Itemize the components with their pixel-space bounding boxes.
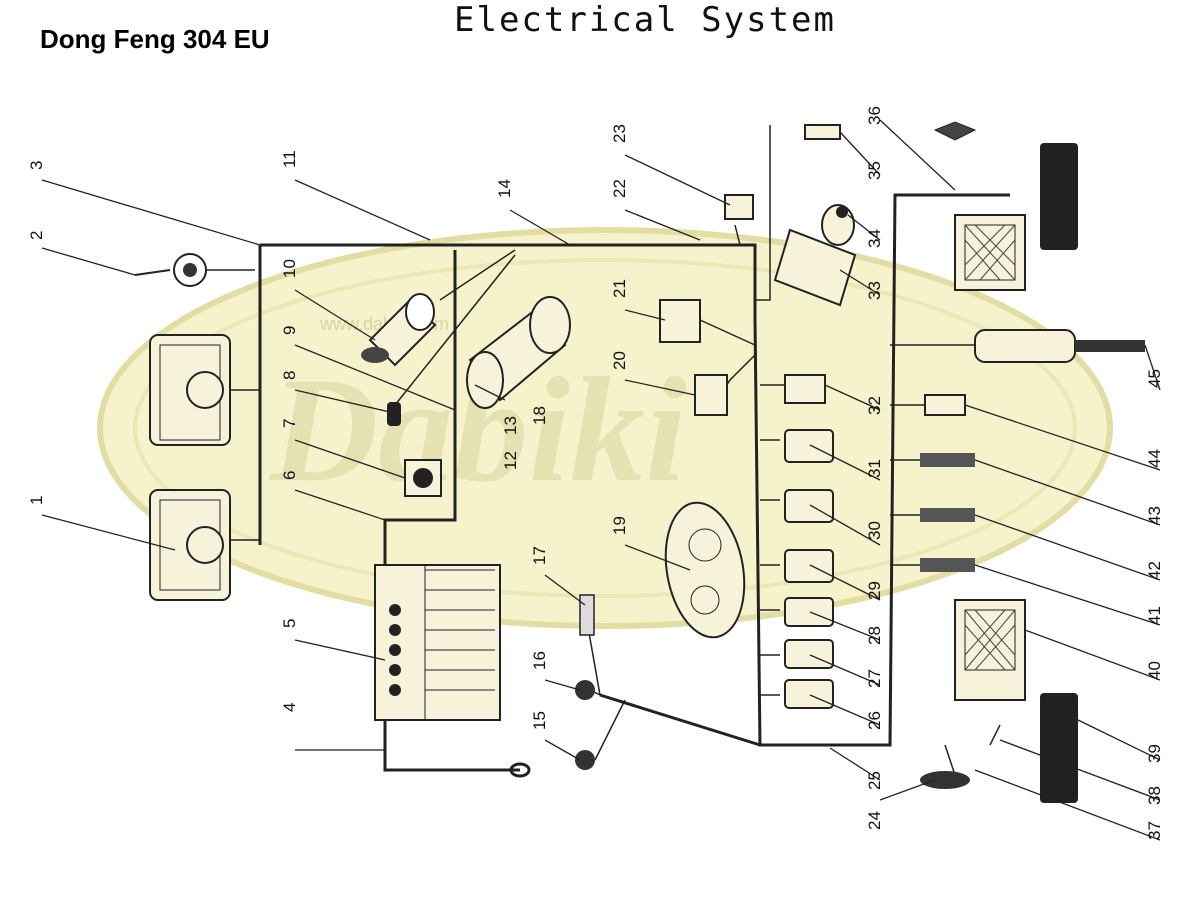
fuse-box-20 — [694, 374, 728, 416]
tail-lamp-lower — [954, 599, 1026, 701]
sensor-45 — [974, 329, 1145, 363]
callout-4: 4 — [280, 703, 299, 712]
switch-31 — [784, 429, 834, 463]
switch-panel — [784, 429, 834, 709]
instrument-cluster — [664, 501, 746, 639]
callout-37: 37 — [1145, 821, 1164, 840]
callout-16: 16 — [530, 651, 549, 670]
callout-14: 14 — [495, 179, 514, 198]
flasher-32 — [784, 374, 826, 404]
callout-12: 12 — [501, 451, 520, 470]
callout-11: 11 — [280, 150, 299, 168]
callout-5: 5 — [280, 619, 299, 628]
callout-39: 39 — [1145, 744, 1164, 763]
callout-23: 23 — [610, 124, 629, 143]
callout-33: 33 — [865, 281, 884, 300]
model-label: Dong Feng 304 EU — [40, 24, 270, 54]
callout-19: 19 — [610, 516, 629, 535]
ignition-33 — [773, 204, 857, 307]
reflector-upper — [1040, 143, 1078, 250]
relay-7 — [404, 459, 442, 497]
callout-8: 8 — [280, 371, 299, 380]
sensor-43 — [920, 453, 975, 467]
switch-28 — [784, 597, 834, 627]
callout-15: 15 — [530, 711, 549, 730]
switch-29 — [784, 549, 834, 583]
callout-38: 38 — [1145, 786, 1164, 805]
connector-21 — [659, 299, 701, 343]
lamp-36 — [933, 121, 977, 141]
sensor-15 — [575, 750, 595, 770]
callout-36: 36 — [865, 106, 884, 125]
sensor-17 — [579, 594, 595, 636]
alternator — [361, 293, 437, 367]
callout-44: 44 — [1145, 449, 1164, 468]
callout-9: 9 — [280, 326, 299, 335]
switch-8 — [387, 402, 401, 426]
callout-3: 3 — [27, 161, 46, 170]
callout-45: 45 — [1145, 369, 1164, 388]
callout-31: 31 — [865, 459, 884, 478]
callout-43: 43 — [1145, 506, 1164, 525]
callout-17: 17 — [530, 546, 549, 565]
ground-terminal — [509, 762, 531, 778]
callout-35: 35 — [865, 161, 884, 180]
callout-6: 6 — [280, 471, 299, 480]
callout-22: 22 — [610, 179, 629, 198]
callout-25: 25 — [865, 771, 884, 790]
callout-32: 32 — [865, 396, 884, 415]
callout-1: 1 — [27, 496, 46, 505]
page-title: Electrical System — [454, 0, 836, 40]
switch-27 — [784, 639, 834, 669]
plate-light-24 — [920, 771, 970, 789]
horn — [134, 253, 207, 287]
sensor-42 — [920, 508, 975, 522]
headlight-upper — [149, 334, 231, 446]
switch-26 — [784, 679, 834, 709]
watermark-ellipse — [97, 227, 1113, 629]
callout-labels: 1234567891011121314151617181920212223242… — [27, 106, 1164, 840]
callout-42: 42 — [1145, 561, 1164, 580]
sensor-41 — [920, 558, 975, 572]
callout-21: 21 — [610, 279, 629, 298]
tail-lamp-upper — [954, 214, 1026, 291]
callout-7: 7 — [280, 419, 299, 428]
reflector-lower — [1040, 693, 1078, 803]
callout-34: 34 — [865, 229, 884, 248]
callout-28: 28 — [865, 626, 884, 645]
callout-29: 29 — [865, 581, 884, 600]
callout-41: 41 — [1145, 606, 1164, 625]
callout-10: 10 — [280, 259, 299, 278]
callout-18: 18 — [530, 406, 549, 425]
sensor-16 — [575, 680, 595, 700]
callout-27: 27 — [865, 669, 884, 688]
callout-26: 26 — [865, 711, 884, 730]
callout-40: 40 — [1145, 661, 1164, 680]
callouts — [41, 119, 1161, 841]
switch-30 — [784, 489, 834, 523]
callout-2: 2 — [27, 231, 46, 240]
battery — [374, 564, 501, 721]
sensor-44 — [924, 394, 966, 416]
headlight-lower — [149, 489, 231, 601]
lamp-35 — [804, 124, 841, 140]
callout-13: 13 — [501, 416, 520, 435]
callout-30: 30 — [865, 521, 884, 540]
connector-23 — [724, 194, 754, 220]
watermark: Dabiki www.dabiki.com — [97, 227, 1113, 629]
callout-24: 24 — [865, 811, 884, 830]
callout-20: 20 — [610, 351, 629, 370]
